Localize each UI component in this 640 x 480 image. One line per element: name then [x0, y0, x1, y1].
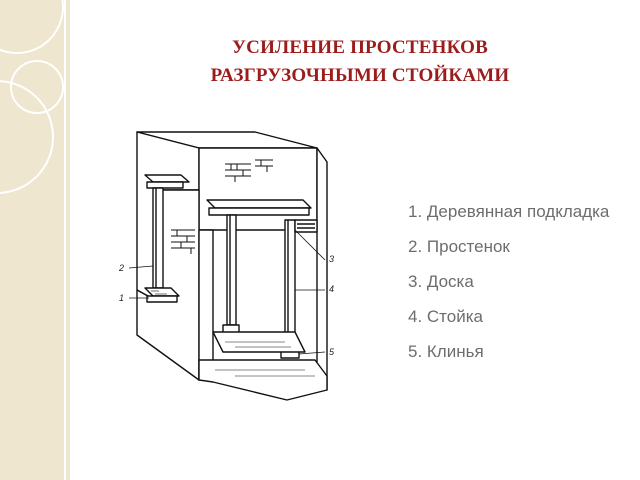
decorative-circle [0, 0, 64, 54]
band-divider-line [64, 0, 66, 480]
legend-item-3: 3. Доска [408, 272, 474, 291]
callout-5: 5 [329, 347, 335, 357]
decorative-side-band [0, 0, 70, 480]
diagram-drawing: 2 1 3 4 5 [118, 131, 335, 401]
wall-reinforcement-diagram: 2 1 3 4 5 [95, 120, 385, 420]
slide-title-line-1: УСИЛЕНИЕ ПРОСТЕНКОВ [232, 37, 488, 58]
callout-1: 1 [119, 293, 124, 303]
callout-2: 2 [118, 263, 124, 273]
callout-3: 3 [329, 254, 334, 264]
slide-title: УСИЛЕНИЕ ПРОСТЕНКОВ РАЗГРУЗОЧНЫМИ СТОЙКА… [150, 34, 570, 90]
legend-item-5: 5. Клинья [408, 342, 484, 361]
legend-item-4: 4. Стойка [408, 307, 483, 326]
legend-item-2: 2. Простенок [408, 237, 510, 256]
slide-title-line-2: РАЗГРУЗОЧНЫМИ СТОЙКАМИ [210, 65, 510, 86]
legend-list: 1. Деревянная подкладка 2. Простенок 3. … [408, 200, 628, 375]
callout-4: 4 [329, 284, 334, 294]
legend-item-1: 1. Деревянная подкладка [408, 202, 610, 221]
